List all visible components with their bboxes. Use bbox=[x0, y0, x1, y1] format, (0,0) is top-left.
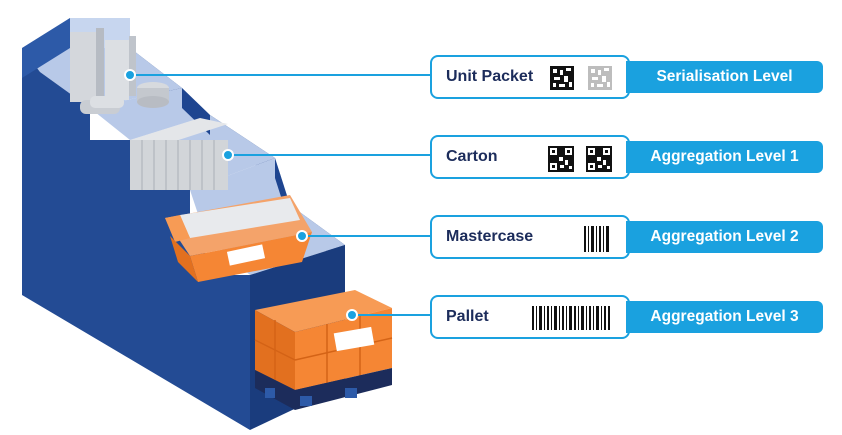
unit-packet-label: Unit Packet bbox=[446, 68, 534, 85]
pallet-level: Aggregation Level 3 bbox=[626, 301, 823, 333]
pallet-row: Pallet Aggregation Level 3 bbox=[430, 295, 823, 339]
unit-packet-label-box: Unit Packet bbox=[430, 55, 630, 99]
qr-code-icon bbox=[548, 146, 612, 172]
unit-packet-items bbox=[70, 28, 169, 114]
carton-label-box: Carton bbox=[430, 135, 630, 179]
carton-level: Aggregation Level 1 bbox=[626, 141, 823, 173]
carton-stack bbox=[130, 118, 228, 190]
connectors bbox=[124, 69, 432, 321]
pallet-label: Pallet bbox=[446, 308, 489, 325]
unit-packet-level: Serialisation Level bbox=[626, 61, 823, 93]
carton-label: Carton bbox=[446, 148, 498, 165]
mastercase-label: Mastercase bbox=[446, 228, 534, 245]
pallet-label-box: Pallet bbox=[430, 295, 630, 339]
unit-packet-row: Unit Packet Serialisation Level bbox=[430, 55, 823, 99]
mastercase-level: Aggregation Level 2 bbox=[626, 221, 823, 253]
mastercase-label-box: Mastercase bbox=[430, 215, 630, 259]
barcode-long-icon bbox=[532, 306, 610, 330]
datamatrix-code-icon bbox=[550, 66, 612, 90]
barcode-icon bbox=[584, 226, 609, 252]
mastercase-box bbox=[165, 195, 312, 282]
carton-row: Carton Aggregation Level 1 bbox=[430, 135, 823, 179]
pallet bbox=[254, 290, 393, 410]
mastercase-row: Mastercase Aggregation Level 2 bbox=[430, 215, 823, 259]
